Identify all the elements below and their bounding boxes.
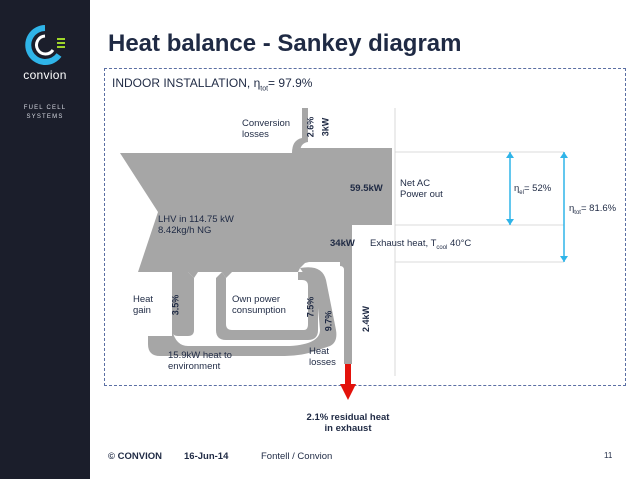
heat-losses-pct-label: 9.7% xyxy=(323,310,334,332)
residual-arrow-shaft xyxy=(345,364,351,384)
exhaust-kw-label: 34kW xyxy=(330,238,355,249)
eta-el-label: ηel= 52% xyxy=(514,183,552,196)
own-power-pct-label: 7.5% xyxy=(305,296,316,318)
net-ac-kw-label: 59.5kW xyxy=(350,183,383,194)
eta-tot-label: ηtot= 81.6% xyxy=(569,203,617,216)
footer-page-number: 11 xyxy=(604,451,613,460)
residual-arrow-head xyxy=(340,384,356,400)
own-power-loop xyxy=(216,272,318,340)
conversion-pct-label: 2.6% xyxy=(305,116,316,138)
heat-gain-pct-label: 3.5% xyxy=(170,294,181,316)
diagram-frame xyxy=(104,68,626,386)
brand-name: convion xyxy=(23,68,67,82)
footer-copyright: © CONVION xyxy=(108,451,162,462)
footer-author: Fontell / Convion xyxy=(261,451,333,462)
heat-losses-flow xyxy=(148,267,337,356)
installation-subtitle: INDOOR INSTALLATION, ηtot= 97.9% xyxy=(112,76,313,93)
sidebar: convion FUEL CELL SYSTEMS xyxy=(0,0,90,479)
page-title: Heat balance - Sankey diagram xyxy=(108,30,462,57)
conversion-loss-flow xyxy=(292,108,308,153)
residual-exhaust-flow xyxy=(340,262,352,364)
footer-date: 16-Jun-14 xyxy=(184,451,229,462)
exhaust-heat-label: Exhaust heat, Tcool 40°C xyxy=(370,238,472,251)
heat-gain-loop xyxy=(172,272,194,336)
conversion-kw-label: 3kW xyxy=(320,117,331,137)
residual-kw-label: 2.4kW xyxy=(361,305,372,333)
brand-subtitle: FUEL CELL SYSTEMS xyxy=(23,105,67,120)
convion-logo-icon xyxy=(25,25,65,65)
main-flow-band xyxy=(120,148,392,278)
